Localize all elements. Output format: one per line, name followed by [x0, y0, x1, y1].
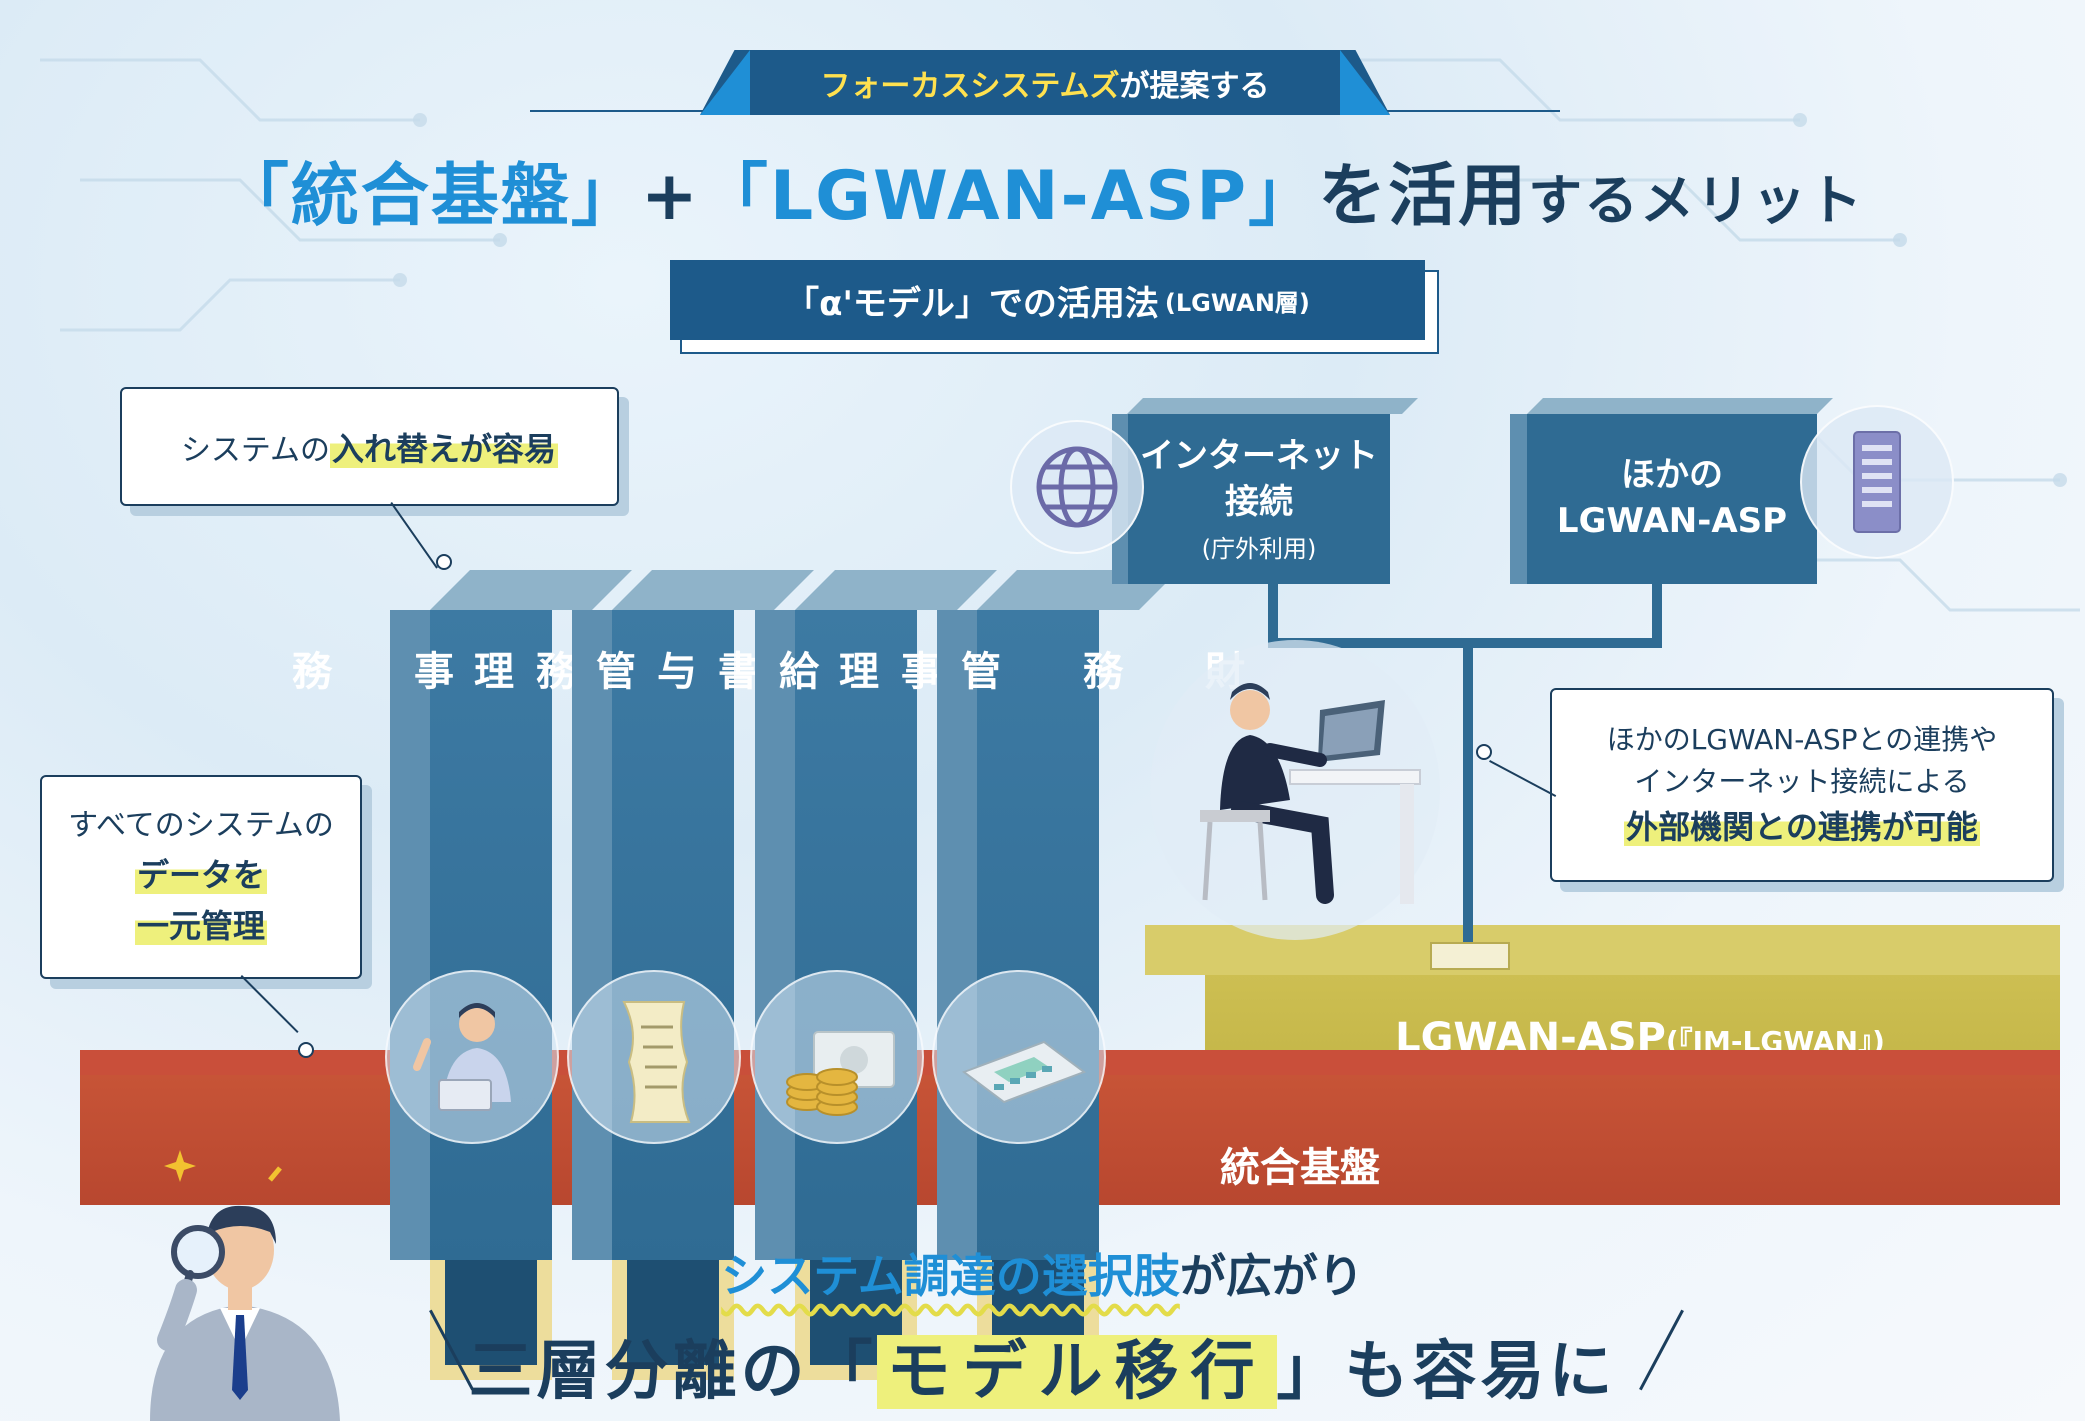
other-asp-box-cap [1527, 398, 1833, 414]
internet-title1: インターネット [1140, 435, 1378, 476]
bottom-line1-blue: システム調達の選択肢 [721, 1249, 1180, 1303]
base-label: 統合基盤 [1220, 1145, 1380, 1191]
connector-other-asp [1652, 584, 1662, 646]
office-worker-icon [385, 970, 559, 1144]
bottom-line2-highlight: モデル移行 [876, 1335, 1277, 1409]
callout-ext-line2: インターネット接続による [1634, 765, 1970, 798]
top-label-post: が提案する [1119, 68, 1270, 104]
callout-unified-data: すべてのシステムの データを 一元管理 [40, 775, 362, 979]
leader-dot-replace [436, 554, 452, 570]
title-part4: するメリット [1528, 169, 1865, 232]
title-part2: 「LGWAN-ASP」 [699, 157, 1319, 236]
internet-title2: 接続 [1225, 481, 1293, 522]
desk-worker-illustration [1150, 640, 1440, 940]
bottom-message-line1: システム調達の選択肢が広がり [0, 1240, 2085, 1306]
document-icon [567, 970, 741, 1144]
businessman-illustration [120, 1140, 360, 1421]
leader-dot-ext [1476, 744, 1492, 760]
callout-easy-replacement: システムの入れ替えが容易 [120, 387, 619, 506]
callout-replace-highlight: 入れ替えが容易 [330, 429, 559, 468]
title-part3: を活用 [1318, 157, 1529, 236]
callout-data-line1: すべてのシステムの [68, 807, 334, 843]
internet-connection-box: インターネット 接続 (庁外利用) [1128, 414, 1390, 584]
subtitle-main: 「α'モデル」での活用法 [785, 283, 1159, 324]
other-asp-box-side [1510, 414, 1527, 584]
page-title: 「統合基盤」+「LGWAN-ASP」を活用するメリット [0, 140, 2085, 239]
subtitle-sub: (LGWAN層) [1164, 288, 1310, 317]
leader-dot-data [298, 1042, 314, 1058]
pillar-label: 財務管理 [832, 650, 1244, 696]
other-title2: LGWAN-ASP [1556, 501, 1788, 541]
callout-data-line3: 一元管理 [134, 907, 267, 945]
title-part1: 「統合基盤」 [220, 157, 641, 236]
top-label: フォーカスシステムズが提案する [700, 50, 1390, 115]
globe-icon [1010, 420, 1144, 554]
calculator-icon [932, 970, 1106, 1144]
other-lgwan-asp-box: ほかの LGWAN-ASP [1527, 414, 1817, 584]
callout-ext-line1: ほかのLGWAN-ASPとの連携や [1606, 723, 1998, 756]
subtitle: 「α'モデル」での活用法(LGWAN層) [670, 260, 1439, 354]
callout-replace-pre: システムの [180, 432, 331, 468]
connector-internet [1268, 584, 1278, 646]
coins-icon [750, 970, 924, 1144]
connector-socket [1430, 942, 1510, 970]
other-title1: ほかの [1621, 455, 1723, 496]
callout-ext-line3: 外部機関との連携が可能 [1624, 808, 1980, 846]
top-label-brand: フォーカスシステムズ [820, 68, 1120, 104]
connector-vertical [1463, 638, 1473, 968]
callout-external-connection: ほかのLGWAN-ASPとの連携や インターネット接続による 外部機関との連携が… [1550, 688, 2054, 882]
bottom-line2-post: 」も容易に [1276, 1335, 1617, 1409]
internet-box-cap [1127, 398, 1418, 414]
server-icon [1800, 405, 1954, 559]
bottom-line1-rest: が広がり [1179, 1249, 1364, 1303]
title-plus: + [640, 157, 700, 236]
bottom-message-line2: 三層分離の「モデル移行」も容易に [0, 1320, 2085, 1412]
internet-sub: (庁外利用) [1201, 535, 1317, 564]
bottom-line2-pre: 三層分離の「 [468, 1335, 877, 1409]
callout-data-line2: データを [134, 855, 267, 894]
